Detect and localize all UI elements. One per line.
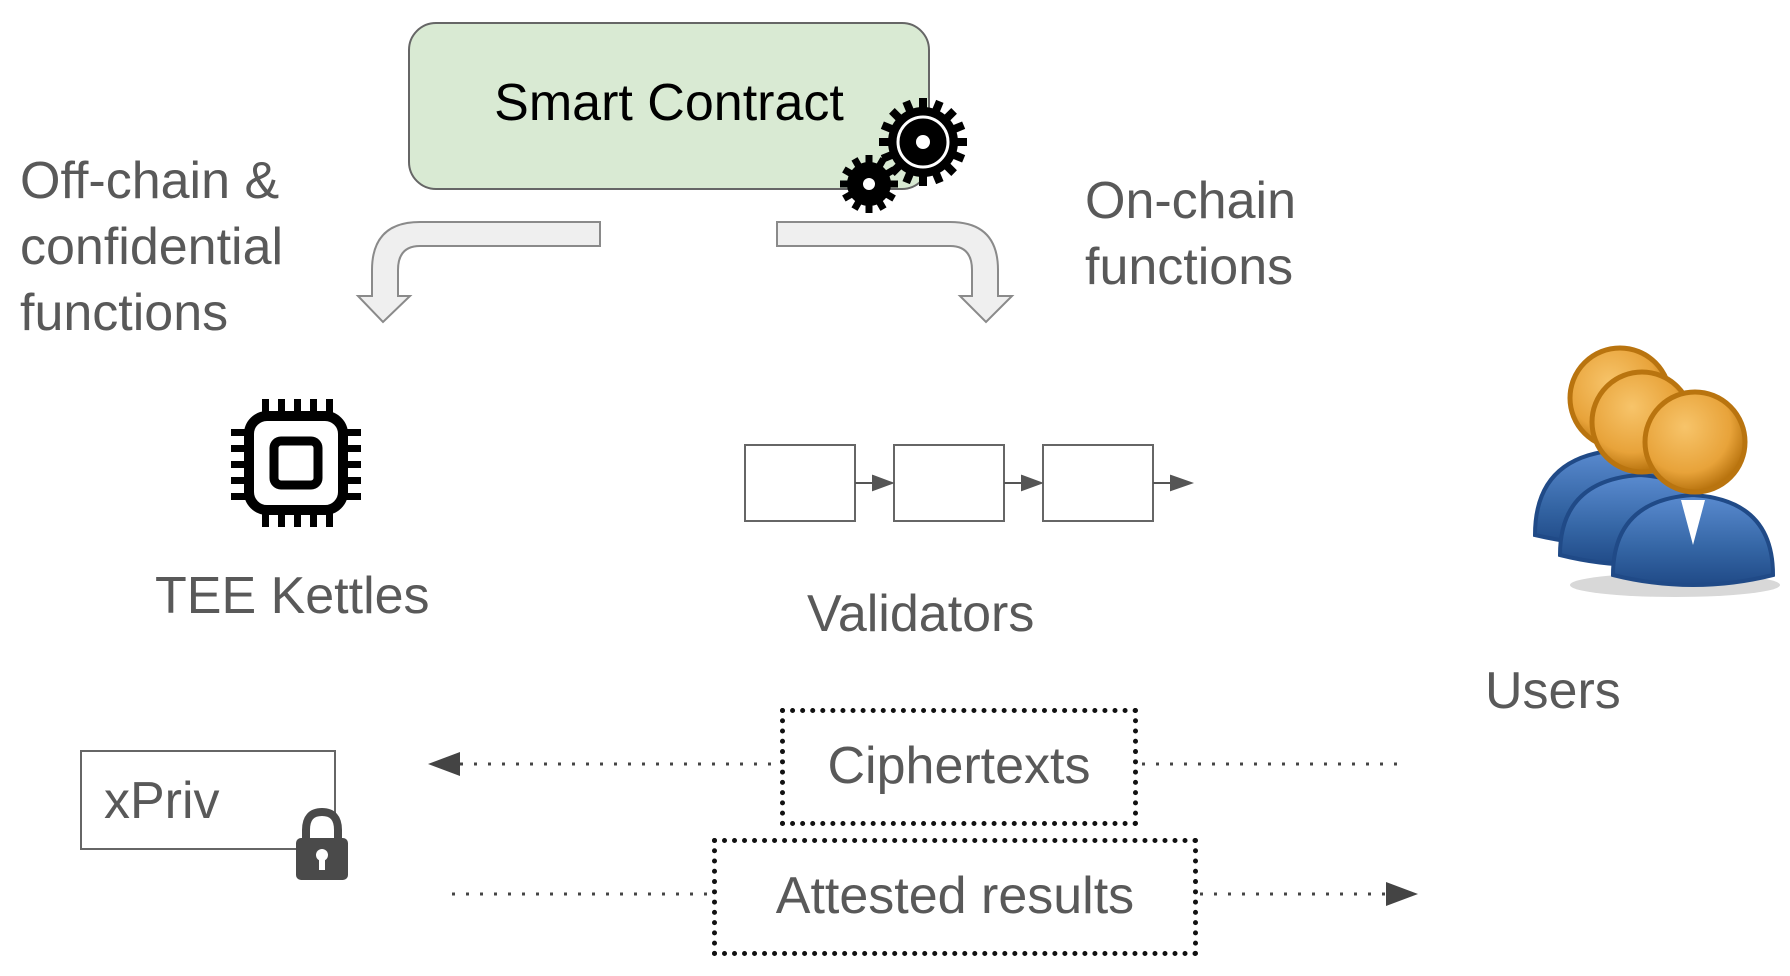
lock-icon <box>296 807 348 880</box>
users-icon <box>1532 345 1780 597</box>
chip-icon <box>231 399 361 527</box>
smart-contract-title: Smart Contract <box>494 74 844 132</box>
validator-block-3 <box>1042 444 1154 522</box>
xpriv-label: xPriv <box>104 772 220 830</box>
validators-label: Validators <box>807 585 1035 643</box>
attested-results-label: Attested results <box>775 867 1135 925</box>
offchain-label: Off-chain & confidential functions <box>20 148 283 346</box>
smart-contract-box: Smart Contract <box>408 22 930 190</box>
offchain-line-2: confidential <box>20 218 284 276</box>
users-label: Users <box>1485 662 1621 720</box>
attested-results-box: Attested results <box>712 838 1198 956</box>
tee-kettles-label: TEE Kettles <box>155 567 430 625</box>
validator-block-2 <box>893 444 1005 522</box>
onchain-label: On-chain functions <box>1085 168 1296 300</box>
xpriv-box: xPriv <box>80 750 336 850</box>
validator-block-1 <box>744 444 856 522</box>
offchain-line-1: Off-chain & <box>20 152 280 210</box>
offchain-line-3: functions <box>20 284 229 342</box>
onchain-curved-arrow <box>776 221 1015 324</box>
onchain-line-2: functions <box>1085 238 1294 296</box>
attested-arrowhead <box>1386 882 1418 906</box>
gears-icon <box>840 98 967 213</box>
onchain-line-1: On-chain <box>1085 172 1296 230</box>
ciphertexts-label: Ciphertexts <box>827 737 1091 795</box>
user-front <box>1610 389 1776 587</box>
ciphertexts-arrowhead <box>428 752 460 776</box>
validator-chain <box>744 444 1195 522</box>
ciphertexts-box: Ciphertexts <box>780 708 1138 826</box>
